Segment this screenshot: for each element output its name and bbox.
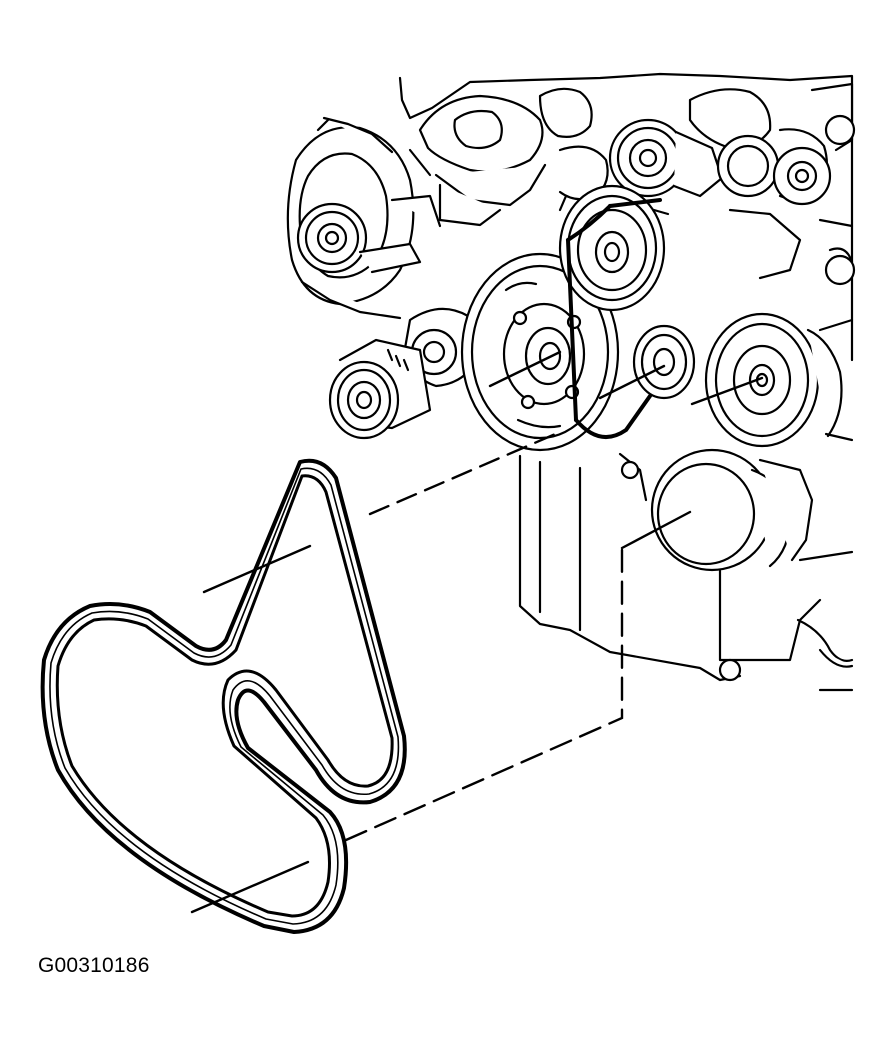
leader-lines <box>190 350 764 914</box>
figure-id: G00310186 <box>38 954 150 977</box>
serpentine-belt <box>40 458 407 934</box>
belt-on-engine <box>566 198 662 440</box>
engine-assembly <box>286 72 856 692</box>
